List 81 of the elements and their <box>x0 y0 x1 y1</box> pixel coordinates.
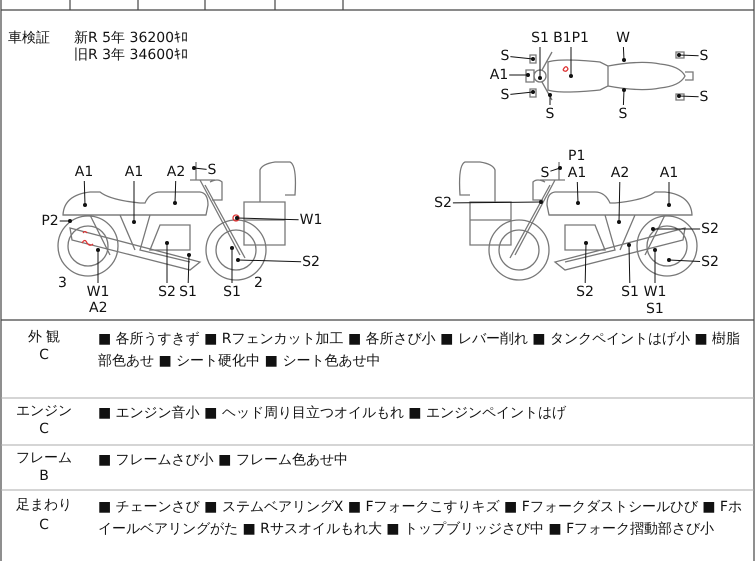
leader-line <box>576 182 580 205</box>
grade-mark: C <box>38 420 50 438</box>
leader-line <box>192 166 208 170</box>
category-name: エンジン <box>15 402 73 420</box>
leader-line <box>538 46 542 80</box>
document-label: 車検証 <box>8 30 50 46</box>
leader-line <box>677 53 700 57</box>
callout-label: A2 <box>166 164 186 180</box>
odometer-reading: 新R 5年 36200ｷﾛ <box>74 30 188 46</box>
callout-label: S <box>700 48 708 64</box>
category-name: 足まわり <box>15 496 73 514</box>
leader-line <box>653 248 657 284</box>
grade-mark: C <box>38 346 50 364</box>
inspection-notes: ■ チェーンさび ■ ステムベアリングX ■ Fフォークこすりキズ ■ Fフォークダストシールひび ■ Fホイールベアリングがた ■ Rサスオイルもれ大 ■ トップブリッジさび中 ■ Fフォーク摺動部さび小 <box>98 498 743 539</box>
callout-label: A1 <box>568 165 586 181</box>
leader-line <box>59 219 72 223</box>
callout-label: S1 <box>223 284 241 300</box>
leader-line <box>617 182 621 224</box>
callout-label: S <box>500 48 510 64</box>
callout-label: A1 <box>490 67 508 83</box>
callout-label: S2 <box>701 254 719 270</box>
callout-label: S1 <box>621 284 639 300</box>
motorcycle-top-view-drawing <box>525 51 694 101</box>
category-name: フレーム <box>15 449 73 467</box>
leader-line <box>667 182 671 207</box>
leader-line <box>548 93 552 106</box>
leader-line <box>622 46 626 62</box>
leader-line <box>622 88 626 106</box>
callout-label: S <box>700 89 708 105</box>
inspection-notes: ■ フレームさび小 ■ フレーム色あせ中 <box>98 451 349 470</box>
callout-label: S2 <box>158 284 176 300</box>
callout-label: S2 <box>302 254 320 270</box>
callout-label: S <box>540 165 550 181</box>
callout-label: S1 <box>179 284 197 300</box>
callout-label: S1 <box>531 30 549 46</box>
callout-label: W1 <box>86 284 110 300</box>
callout-label: S <box>618 106 628 122</box>
callout-label: W1 <box>644 284 666 300</box>
inspection-notes: ■ エンジン音小 ■ ヘッド周り目立つオイルもれ ■ エンジンペイントはげ <box>98 404 568 423</box>
leader-line <box>235 216 300 220</box>
callout-label: W1 <box>300 212 322 228</box>
leader-line <box>508 73 530 77</box>
callout-label: S2 <box>576 284 594 300</box>
callout-label: S1 <box>646 301 664 317</box>
category-name: 外 観 <box>26 328 62 346</box>
inspection-notes: ■ 各所うすきず ■ Rフェンカット加工 ■ 各所さび小 ■ レバー削れ ■ タンクペイントはげ小 ■ 樹脂部色あせ ■ シート硬化中 ■ シート色あせ中 <box>98 330 742 371</box>
callout-label: S <box>546 106 554 122</box>
callout-label: 2 <box>254 275 263 291</box>
callout-label: W <box>616 30 630 46</box>
callout-label: A1 <box>660 165 678 181</box>
callout-label: P1 <box>568 148 586 164</box>
leader-line <box>550 166 562 172</box>
callout-label: B1P1 <box>553 30 589 46</box>
leader-line <box>452 200 543 204</box>
leader-line <box>510 90 535 95</box>
callout-label: S <box>208 162 216 178</box>
leader-line <box>569 46 573 78</box>
leader-line <box>510 56 535 61</box>
odometer-reading: 旧R 3年 34600ｷﾛ <box>74 47 188 63</box>
leader-line <box>165 241 169 284</box>
leader-line <box>132 180 136 224</box>
leader-line <box>187 253 191 284</box>
grade-mark: B <box>38 467 50 485</box>
leader-line <box>83 180 87 207</box>
callout-label: 3 <box>58 275 67 291</box>
grade-mark: C <box>38 516 50 534</box>
callout-label: P2 <box>41 213 59 229</box>
leader-line <box>667 258 701 262</box>
leader-line <box>236 258 302 262</box>
leader-line <box>677 94 700 98</box>
callout-label: A1 <box>74 164 94 180</box>
leader-line <box>584 241 588 284</box>
callout-label: S2 <box>701 221 719 237</box>
callout-label: S <box>500 87 510 103</box>
leader-line <box>627 243 631 284</box>
callout-label: A1 <box>124 164 144 180</box>
callout-label: A2 <box>89 300 108 316</box>
leader-line <box>173 180 177 205</box>
callout-label: A2 <box>610 165 630 181</box>
callout-label: S2 <box>434 195 452 211</box>
leader-line <box>96 248 100 284</box>
